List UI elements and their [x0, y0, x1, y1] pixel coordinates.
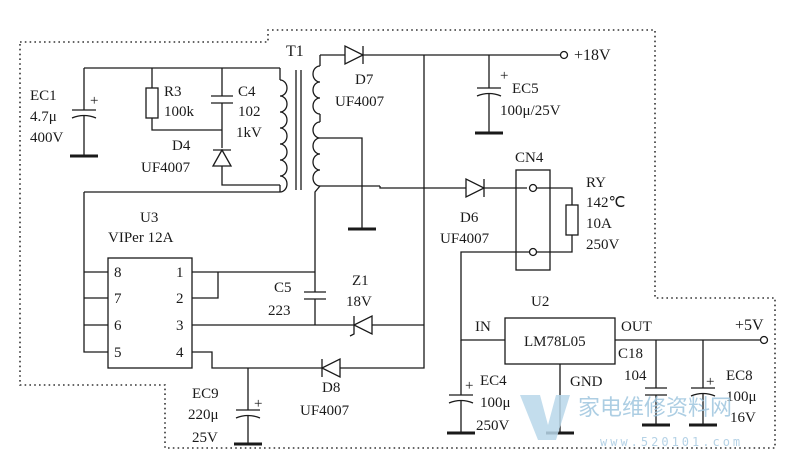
module-boundary [19, 29, 776, 449]
u3-pins-1-2 [192, 185, 321, 299]
ec4-plus: + [465, 378, 473, 394]
ec9-plus: + [254, 396, 262, 412]
u3-pin2: 2 [176, 291, 184, 307]
ec4-capacitor [447, 340, 475, 435]
d4-diode [211, 148, 280, 186]
ec9-volt-label: 25V [192, 430, 218, 446]
ry-temp-label: 142℃ [586, 195, 625, 211]
cn4-to-u2-wire [460, 251, 529, 341]
d6-ref-label: D6 [460, 210, 479, 226]
cn4-label: CN4 [515, 150, 544, 166]
d7-diode [344, 44, 365, 66]
ec9-capacitor [234, 368, 262, 446]
ry-volt-label: 250V [586, 237, 620, 253]
secondary-ground [320, 137, 376, 231]
z1-zener [349, 314, 373, 337]
r3-resistor [145, 68, 222, 131]
u2-out-label: OUT [621, 319, 652, 335]
out-18v-label: +18V [574, 47, 611, 64]
u3-pin6: 6 [114, 318, 122, 334]
c4-capacitor [211, 68, 233, 148]
ec1-volt-label: 400V [30, 130, 64, 146]
u3-ref-label: U3 [140, 210, 158, 226]
d7-ref-label: D7 [355, 72, 374, 88]
c5-ref-label: C5 [274, 280, 292, 296]
c4-volt-label: 1kV [236, 125, 262, 141]
u3-left-pins [83, 191, 280, 353]
ec5-capacitor [475, 55, 503, 135]
watermark-url: www.520101.com [600, 435, 743, 449]
c5-value-label: 223 [268, 303, 291, 319]
ry-fuse [565, 204, 579, 236]
ec1-ref-label: EC1 [30, 88, 57, 104]
z1-value-label: 18V [346, 294, 372, 310]
c5-capacitor [304, 272, 326, 325]
c4-value-label: 102 [238, 104, 261, 120]
terminal-5v [759, 335, 769, 345]
u3-pin4-wire [192, 351, 322, 369]
u2-in-label: IN [475, 319, 491, 335]
watermark: 家电维修资料网 www.520101.com [520, 395, 743, 449]
ec8-value-label: 100μ [726, 389, 757, 405]
watermark-text: 家电维修资料网 [578, 396, 732, 421]
u2-part-label: LM78L05 [524, 334, 586, 350]
u2-gnd-label: GND [570, 374, 603, 390]
d8-ref-label: D8 [322, 380, 340, 396]
secondary-bottom-wire [379, 186, 466, 189]
t1-primary-winding [279, 68, 288, 193]
c18-value-label: 104 [624, 368, 647, 384]
d6-part-label: UF4007 [440, 231, 490, 247]
u3-viper12a [107, 257, 193, 369]
ec1-capacitor [70, 68, 98, 158]
ec5-ref-label: EC5 [512, 81, 539, 97]
ry-amp-label: 10A [586, 216, 612, 232]
t1-label: T1 [286, 43, 304, 60]
d6-diode [465, 177, 486, 199]
out-5v-label: +5V [735, 317, 764, 334]
c4-ref-label: C4 [238, 84, 256, 100]
ec8-capacitor [689, 340, 717, 427]
ec9-value-label: 220μ [188, 407, 219, 423]
t1-secondary-winding [312, 55, 380, 187]
d4-part-label: UF4007 [141, 160, 191, 176]
r3-ref-label: R3 [164, 84, 182, 100]
ec5-value-label: 100μ/25V [500, 103, 561, 119]
ec4-ref-label: EC4 [480, 373, 507, 389]
u3-part-label: VIPer 12A [108, 230, 174, 246]
ec4-value-label: 100μ [480, 395, 511, 411]
z1-ref-label: Z1 [352, 273, 369, 289]
u3-pin3: 3 [176, 318, 184, 334]
u3-pin7: 7 [114, 291, 122, 307]
ec9-ref-label: EC9 [192, 386, 219, 402]
ec1-plus: + [90, 93, 98, 109]
r3-value-label: 100k [164, 104, 195, 120]
u3-pin4: 4 [176, 345, 184, 361]
u2-ref-label: U2 [531, 294, 549, 310]
ec4-volt-label: 250V [476, 418, 510, 434]
ec8-plus: + [706, 374, 714, 390]
d8-diode [320, 357, 341, 379]
terminal-18v [559, 50, 569, 60]
ry-ref-label: RY [586, 175, 606, 191]
ec8-ref-label: EC8 [726, 368, 753, 384]
ec1-cap-label: 4.7μ [30, 109, 57, 125]
ec8-volt-label: 16V [730, 410, 756, 426]
cn4-connector [515, 169, 573, 271]
c18-capacitor [642, 340, 670, 427]
t1-core [295, 70, 302, 190]
u3-pin1: 1 [176, 265, 184, 281]
d8-part-label: UF4007 [300, 403, 350, 419]
watermark-logo [520, 395, 570, 440]
d7-part-label: UF4007 [335, 94, 385, 110]
rail-18v-drop [340, 55, 425, 369]
c18-ref-label: C18 [618, 346, 643, 362]
u3-pin5: 5 [114, 345, 122, 361]
d4-ref-label: D4 [172, 138, 191, 154]
u3-pin8: 8 [114, 265, 122, 281]
ec5-plus: + [500, 68, 508, 84]
